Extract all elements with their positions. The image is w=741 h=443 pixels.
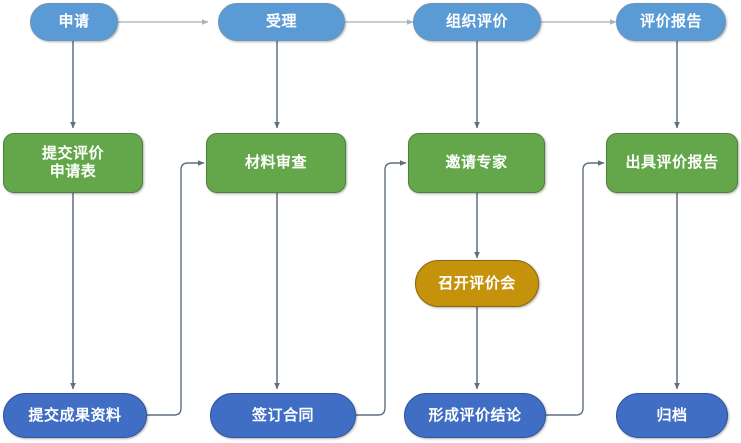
node-stage-evaluation-report[interactable]: 评价报告 (616, 3, 726, 41)
node-action-material-review[interactable]: 材料审查 (206, 133, 346, 193)
node-output-form-evaluation-conclusion[interactable]: 形成评价结论 (404, 393, 546, 438)
node-output-submit-results-materials[interactable]: 提交成果资料 (3, 393, 147, 438)
node-label: 召开评价会 (438, 274, 516, 292)
node-action-invite-experts[interactable]: 邀请专家 (408, 133, 545, 193)
edge-output1-to-action2 (147, 160, 205, 416)
node-label: 签订合同 (251, 406, 314, 424)
node-output-archive[interactable]: 归档 (616, 393, 728, 438)
node-action-submit-application-form[interactable]: 提交评价 申请表 (3, 133, 143, 193)
node-stage-organize-evaluation[interactable]: 组织评价 (413, 3, 541, 41)
node-action-issue-evaluation-report[interactable]: 出具评价报告 (606, 133, 738, 193)
node-label: 邀请专家 (445, 154, 508, 172)
node-label: 材料审查 (244, 154, 307, 172)
node-label: 形成评价结论 (428, 406, 522, 424)
node-label: 组织评价 (445, 13, 508, 31)
node-output-sign-contract[interactable]: 签订合同 (210, 393, 356, 438)
node-label: 提交成果资料 (28, 406, 122, 424)
node-label: 提交评价 申请表 (41, 145, 104, 180)
node-label: 归档 (656, 406, 688, 424)
edge-output2-to-action3 (356, 160, 407, 416)
node-label: 出具评价报告 (625, 154, 719, 172)
edge-output3-to-action4 (545, 160, 605, 416)
node-stage-application[interactable]: 申请 (30, 3, 118, 41)
node-label: 评价报告 (639, 13, 702, 31)
node-label: 受理 (265, 13, 297, 31)
node-label: 申请 (58, 13, 90, 31)
node-meeting-hold-evaluation-meeting[interactable]: 召开评价会 (415, 260, 539, 307)
node-stage-acceptance[interactable]: 受理 (218, 3, 345, 41)
